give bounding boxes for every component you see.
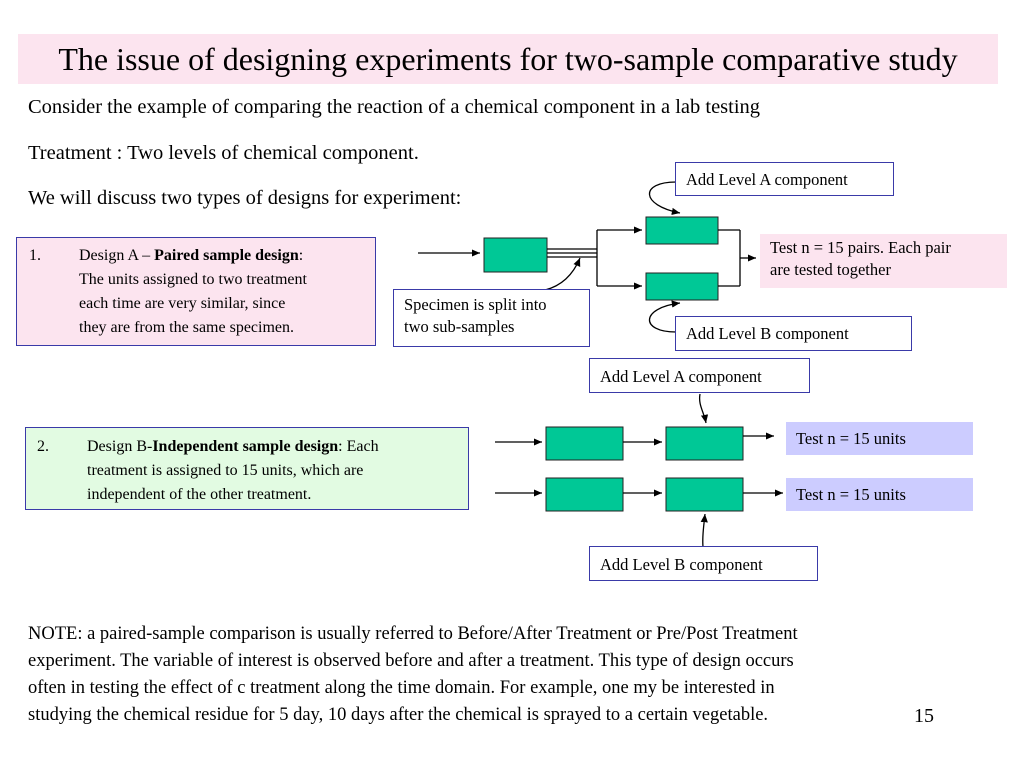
- diagram-b-add-b-label: Add Level B component: [589, 546, 818, 581]
- intro-line-1: Consider the example of comparing the re…: [28, 96, 761, 118]
- diagram-b-add-a-text: Add Level A component: [600, 367, 762, 386]
- design-a-box: 1. Design A – Paired sample design: The …: [16, 237, 376, 346]
- design-b-line-2: treatment is assigned to 15 units, which…: [87, 462, 364, 479]
- diagram-a-test-line-2: are tested together: [770, 260, 891, 279]
- slide-title: The issue of designing experiments for t…: [18, 34, 998, 84]
- diagram-a-level-b-block: [645, 272, 719, 301]
- diagram-b-add-b-text: Add Level B component: [600, 555, 763, 574]
- diagram-b-test-top-text: Test n = 15 units: [796, 429, 906, 448]
- diagram-b-level-a-block: [665, 426, 744, 461]
- diagram-b-test-bottom-text: Test n = 15 units: [796, 485, 906, 504]
- diagram-b-unit-bottom-block: [545, 477, 624, 512]
- design-a-number: 1.: [29, 247, 41, 264]
- design-a-line-4: they are from the same specimen.: [79, 319, 295, 336]
- design-a-line-3: each time are very similar, since: [79, 295, 286, 312]
- diagram-a-add-a-text: Add Level A component: [686, 170, 848, 189]
- diagram-a-level-a-block: [645, 216, 719, 245]
- note-line-2: experiment. The variable of interest is …: [28, 651, 794, 671]
- design-a-line-2: The units assigned to two treatment: [79, 271, 307, 288]
- diagram-a-test-label: Test n = 15 pairs. Each pair are tested …: [760, 234, 1007, 288]
- diagram-a-specimen-block: [483, 237, 548, 273]
- diagram-a-split-callout: Specimen is split into two sub-samples: [393, 289, 590, 347]
- diagram-b-unit-top-block: [545, 426, 624, 461]
- design-b-line-3: independent of the other treatment.: [87, 486, 312, 503]
- design-b-prefix: Design B-: [87, 438, 153, 455]
- design-a-suffix: :: [298, 247, 304, 264]
- note-line-1: NOTE: a paired-sample comparison is usua…: [28, 624, 798, 644]
- note-paragraph: NOTE: a paired-sample comparison is usua…: [28, 621, 1003, 729]
- diagram-a-add-a-label: Add Level A component: [675, 162, 894, 196]
- design-b-bold: Independent sample design: [152, 438, 339, 455]
- design-a-bold: Paired sample design: [154, 247, 299, 264]
- design-b-box: 2. Design B-Independent sample design: E…: [25, 427, 469, 510]
- diagram-a-split-callout-arrow: [544, 257, 581, 291]
- note-line-3: often in testing the effect of c treatme…: [28, 678, 775, 698]
- diagram-a-split-line-2-text: two sub-samples: [404, 317, 515, 336]
- diagram-a-add-b-text: Add Level B component: [686, 324, 849, 343]
- design-a-prefix: Design A –: [79, 247, 155, 264]
- intro-line-2: Treatment : Two levels of chemical compo…: [28, 142, 419, 164]
- diagram-b-add-a-arrow: [698, 393, 709, 424]
- design-b-suffix: : Each: [338, 438, 379, 455]
- diagram-a-add-a-arrow: [648, 181, 681, 215]
- diagram-b-level-b-block: [665, 477, 744, 512]
- note-line-4: studying the chemical residue for 5 day,…: [28, 705, 769, 725]
- diagram-b-test-bottom-label: Test n = 15 units: [786, 478, 973, 511]
- diagram-b-test-top-label: Test n = 15 units: [786, 422, 973, 455]
- intro-line-3: We will discuss two types of designs for…: [28, 187, 462, 209]
- diagram-b-add-b-arrow: [700, 513, 708, 548]
- diagram-a-test-line-1: Test n = 15 pairs. Each pair: [770, 238, 951, 257]
- diagram-a-add-b-arrow: [648, 300, 681, 333]
- diagram-a-split-line-1-text: Specimen is split into: [404, 295, 547, 314]
- diagram-a-add-b-label: Add Level B component: [675, 316, 912, 351]
- design-a-text: Design A – Paired sample design: The uni…: [79, 244, 375, 340]
- design-b-number: 2.: [37, 438, 49, 455]
- design-b-text: Design B-Independent sample design: Each…: [87, 435, 465, 507]
- page-number: 15: [914, 705, 934, 727]
- diagram-b-add-a-label: Add Level A component: [589, 358, 810, 393]
